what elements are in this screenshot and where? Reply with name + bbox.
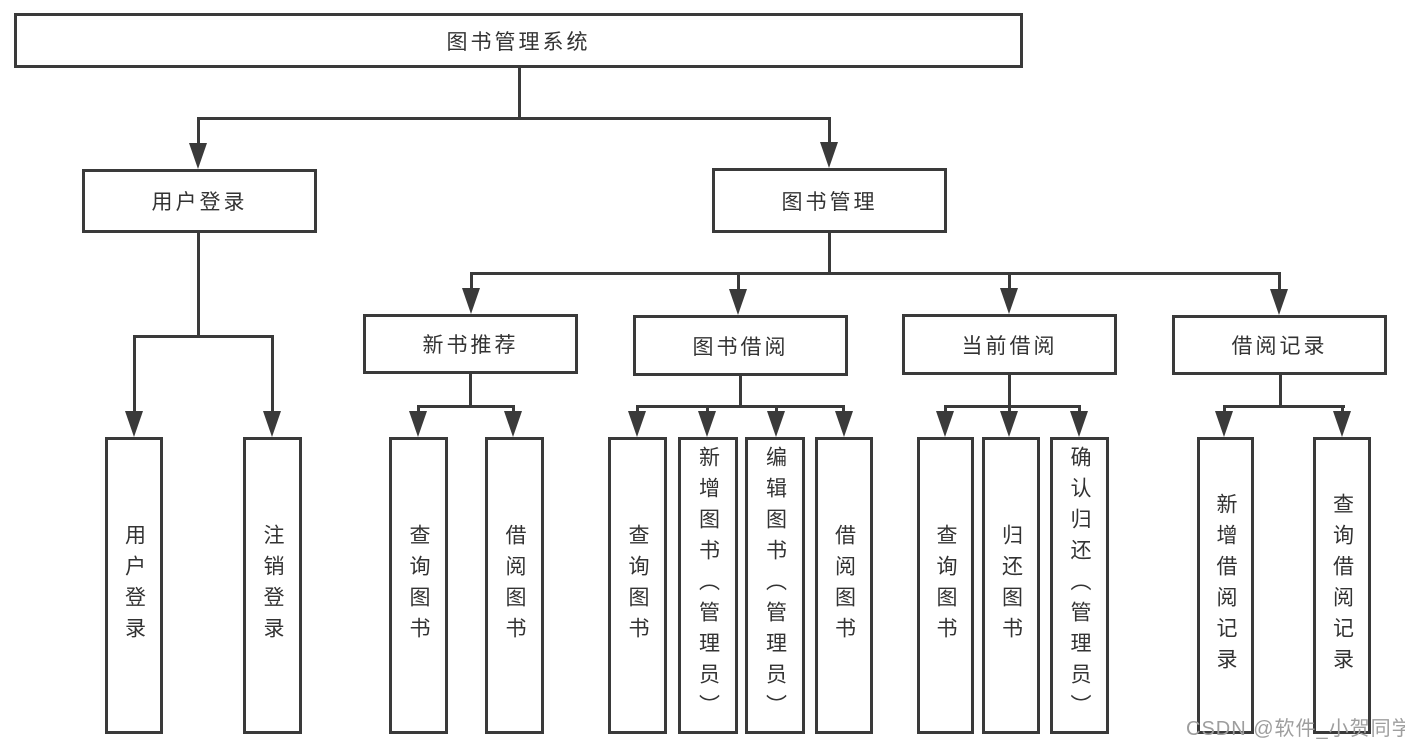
connector-line	[1223, 405, 1345, 408]
node-root: 图书管理系统	[14, 13, 1023, 68]
arrowhead-down-icon	[263, 411, 281, 437]
connector-line	[944, 405, 947, 415]
csdn-watermark: CSDN @软件_小贺同学	[1186, 718, 1405, 740]
node-book-borrow: 图书借阅	[633, 315, 848, 376]
leaf-current-confirm-return-admin-label: 确认归还（管理员）	[1068, 446, 1091, 725]
connector-line	[133, 335, 274, 338]
connector-line	[1341, 405, 1344, 415]
connector-line	[197, 117, 831, 120]
node-current-borrow-label: 当前借阅	[961, 334, 1058, 358]
leaf-user-login: 用户登录	[105, 437, 163, 734]
arrowhead-down-icon	[1215, 411, 1233, 437]
connector-line	[417, 405, 420, 415]
connector-line	[944, 405, 1081, 408]
leaf-borrow-book: 借阅图书	[815, 437, 873, 734]
connector-line	[1008, 375, 1011, 407]
arrowhead-down-icon	[835, 411, 853, 437]
arrowhead-down-icon	[820, 142, 838, 168]
connector-line	[828, 117, 831, 147]
connector-line	[739, 376, 742, 407]
leaf-borrow-edit-admin-label: 编辑图书（管理员）	[763, 446, 787, 725]
leaf-borrow-query-label: 查询图书	[626, 523, 649, 648]
leaf-newbook-borrow: 借阅图书	[485, 437, 544, 734]
arrowhead-down-icon	[125, 411, 143, 437]
connector-line	[470, 272, 473, 292]
connector-line	[133, 335, 136, 415]
leaf-current-return-label: 归还图书	[999, 523, 1023, 648]
leaf-current-confirm-return-admin: 确认归还（管理员）	[1050, 437, 1109, 734]
node-borrow-records: 借阅记录	[1172, 315, 1387, 375]
connector-line	[1078, 405, 1081, 415]
arrowhead-down-icon	[1070, 411, 1088, 437]
leaf-logout: 注销登录	[243, 437, 302, 734]
arrowhead-down-icon	[189, 143, 207, 169]
arrowhead-down-icon	[1000, 288, 1018, 314]
connector-line	[775, 405, 778, 415]
arrowhead-down-icon	[504, 411, 522, 437]
connector-line	[636, 405, 639, 415]
arrowhead-down-icon	[698, 411, 716, 437]
leaf-current-query-label: 查询图书	[934, 523, 957, 648]
leaf-newbook-borrow-label: 借阅图书	[503, 523, 526, 648]
node-book-mgmt-label: 图书管理	[781, 190, 878, 214]
node-current-borrow: 当前借阅	[902, 314, 1117, 375]
leaf-borrow-book-label: 借阅图书	[832, 523, 856, 648]
arrowhead-down-icon	[1333, 411, 1351, 437]
arrowhead-down-icon	[767, 411, 785, 437]
leaf-borrow-query: 查询图书	[608, 437, 667, 734]
connector-line	[828, 233, 831, 274]
leaf-borrow-add-admin-label: 新增图书（管理员）	[696, 446, 720, 725]
leaf-newbook-query: 查询图书	[389, 437, 448, 734]
leaf-records-query-label: 查询借阅记录	[1330, 492, 1354, 679]
connector-line	[1008, 405, 1011, 415]
arrowhead-down-icon	[936, 411, 954, 437]
leaf-current-return: 归还图书	[982, 437, 1040, 734]
leaf-newbook-query-label: 查询图书	[407, 523, 430, 648]
node-borrow-records-label: 借阅记录	[1231, 335, 1328, 358]
node-root-label: 图书管理系统	[446, 30, 591, 54]
arrowhead-down-icon	[1270, 289, 1288, 315]
connector-line	[706, 405, 709, 415]
connector-line	[197, 117, 200, 147]
connector-line	[637, 405, 845, 408]
leaf-borrow-edit-admin: 编辑图书（管理员）	[745, 437, 805, 734]
connector-line	[512, 405, 515, 415]
node-book-borrow-label: 图书借阅	[692, 335, 789, 359]
connector-line	[418, 405, 515, 408]
leaf-logout-label: 注销登录	[261, 523, 284, 648]
arrowhead-down-icon	[409, 411, 427, 437]
arrowhead-down-icon	[462, 288, 480, 314]
connector-line	[197, 233, 200, 337]
node-book-mgmt: 图书管理	[712, 168, 947, 233]
leaf-records-add: 新增借阅记录	[1197, 437, 1254, 734]
connector-line	[469, 374, 472, 407]
node-user-login: 用户登录	[82, 169, 317, 233]
leaf-user-login-label: 用户登录	[122, 523, 146, 648]
leaf-current-query: 查询图书	[917, 437, 974, 734]
connector-line	[518, 68, 521, 120]
arrowhead-down-icon	[1000, 411, 1018, 437]
connector-line	[1278, 272, 1281, 292]
node-new-book-recommend: 新书推荐	[363, 314, 578, 374]
leaf-borrow-add-admin: 新增图书（管理员）	[678, 437, 738, 734]
leaf-records-add-label: 新增借阅记录	[1214, 492, 1237, 679]
connector-line	[1279, 375, 1282, 407]
leaf-records-query: 查询借阅记录	[1313, 437, 1371, 734]
connector-line	[470, 272, 1281, 275]
arrowhead-down-icon	[729, 289, 747, 315]
arrowhead-down-icon	[628, 411, 646, 437]
connector-line	[1223, 405, 1226, 415]
connector-line	[737, 272, 740, 292]
node-user-login-label: 用户登录	[151, 191, 248, 214]
connector-line	[271, 335, 274, 415]
connector-line	[842, 405, 845, 415]
node-new-book-recommend-label: 新书推荐	[422, 334, 519, 357]
connector-line	[1008, 272, 1011, 292]
